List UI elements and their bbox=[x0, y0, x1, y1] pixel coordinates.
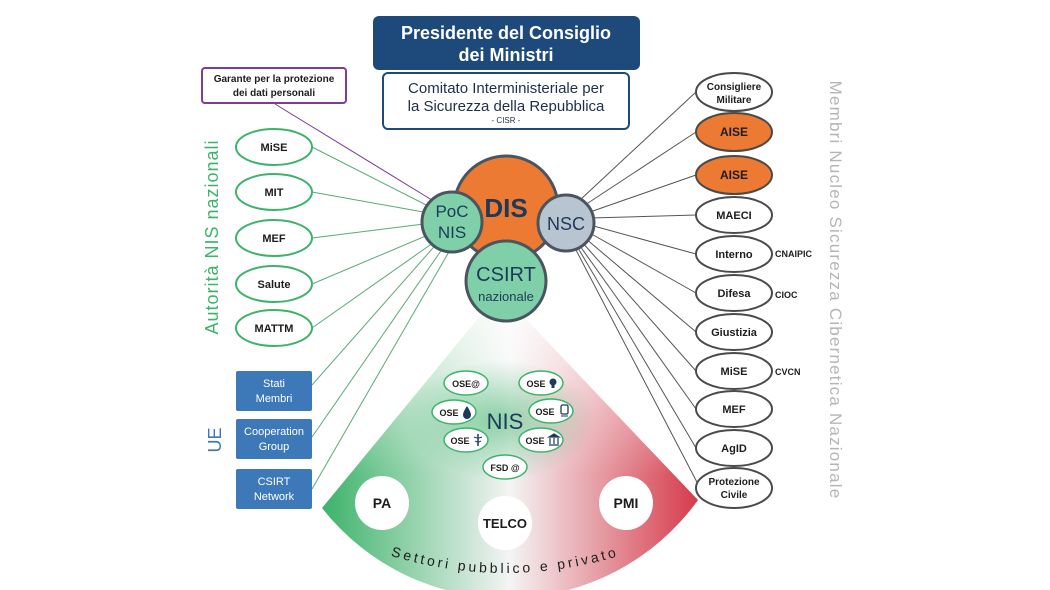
cisr-abbr: - CISR - bbox=[492, 116, 521, 125]
csirt-circle bbox=[464, 239, 548, 323]
authority-mise bbox=[235, 128, 313, 166]
nucleo-item11-line1: Protezione bbox=[708, 477, 760, 488]
csirt-line1: CSIRT bbox=[476, 264, 536, 286]
garante-line2: dei dati personali bbox=[233, 88, 315, 99]
nucleo-aise-2 bbox=[695, 155, 773, 195]
fsd-email-label: FSD @ bbox=[490, 463, 520, 473]
csirt-line2: nazionale bbox=[478, 289, 534, 304]
nucleo-protezione-civile bbox=[695, 467, 773, 509]
authority-mef bbox=[235, 219, 313, 257]
authority-mattm-label: MATTM bbox=[255, 323, 294, 335]
sector-pmi-label: PMI bbox=[614, 495, 639, 511]
central-cluster: DIS PoC NIS NSC CSIRT nazionale bbox=[420, 154, 596, 323]
nis-cloud: NIS OSE@ OSE OSE OSE OSE OSE FSD @ bbox=[431, 370, 574, 480]
ue-list: Stati Membri Cooperation Group CSIRT Net… bbox=[236, 371, 312, 509]
ose-energy-label: OSE bbox=[526, 379, 545, 389]
ue-csirt-network bbox=[236, 469, 312, 509]
nucleo-mef bbox=[695, 390, 773, 428]
nucleo-maeci bbox=[695, 196, 773, 234]
drop-icon bbox=[463, 406, 471, 419]
fsd-email bbox=[482, 454, 528, 480]
authority-salute-label: Salute bbox=[257, 279, 290, 291]
authority-mit-label: MIT bbox=[265, 187, 284, 199]
dis-label: DIS bbox=[484, 193, 527, 223]
nis-authorities-title: Autorità NIS nazionali bbox=[202, 139, 222, 334]
nucleo-item2-label: AISE bbox=[720, 125, 748, 139]
garante-connector bbox=[274, 103, 441, 206]
ose-health bbox=[443, 427, 489, 453]
poc-line1: PoC bbox=[435, 202, 468, 221]
nucleo-item1-line1: Consigliere bbox=[707, 82, 762, 93]
connector-lines bbox=[311, 146, 451, 490]
nucleo-item6-label: Difesa bbox=[717, 288, 751, 300]
nucleo-difesa bbox=[695, 274, 773, 312]
nucleo-giustizia bbox=[695, 313, 773, 351]
authority-mit bbox=[235, 173, 313, 211]
ue-item2-line1: Cooperation bbox=[244, 426, 304, 438]
nis-cloud-title: NIS bbox=[487, 409, 524, 434]
ose-email bbox=[443, 370, 489, 396]
cisr-box: Comitato Interministeriale per la Sicure… bbox=[382, 72, 630, 130]
nucleo-item5-tag: CNAIPIC bbox=[775, 249, 813, 259]
authority-mise-label: MiSE bbox=[261, 142, 288, 154]
nucleo-item8-label: MiSE bbox=[721, 366, 748, 378]
ose-health-label: OSE bbox=[450, 436, 469, 446]
ue-stati-membri bbox=[236, 371, 312, 411]
nucleo-item10-label: AgID bbox=[721, 443, 747, 455]
ue-item1-line2: Membri bbox=[256, 393, 293, 405]
nsc-label: NSC bbox=[547, 214, 585, 234]
nis-authorities-list: MiSE MIT MEF Salute MATTM bbox=[235, 128, 313, 347]
nsc-circle bbox=[536, 193, 596, 253]
garante-line1: Garante per la protezione bbox=[214, 74, 335, 85]
ose-water-label: OSE bbox=[439, 408, 458, 418]
nucleo-aise-1 bbox=[695, 112, 773, 152]
train-icon bbox=[560, 404, 569, 415]
bulb-icon bbox=[549, 378, 557, 386]
ue-title: UE bbox=[205, 427, 225, 452]
ose-bank-label: OSE bbox=[525, 436, 544, 446]
nucleo-item6-tag: CIOC bbox=[775, 290, 798, 300]
ose-energy bbox=[518, 370, 564, 396]
ue-cooperation-group bbox=[236, 419, 312, 459]
ue-item3-line2: Network bbox=[254, 491, 295, 503]
ose-bank bbox=[518, 427, 564, 453]
sector-pa-label: PA bbox=[373, 495, 391, 511]
president-box: Presidente del Consiglio dei Ministri bbox=[373, 16, 640, 70]
nucleo-item5-label: Interno bbox=[715, 249, 753, 261]
ue-item1-line1: Stati bbox=[263, 378, 285, 390]
nucleo-interno bbox=[695, 235, 773, 273]
nucleo-agid bbox=[695, 429, 773, 467]
nucleo-item11-line2: Civile bbox=[721, 490, 748, 501]
nucleo-title: Membri Nucleo Sicurezza Cibernetica Nazi… bbox=[826, 81, 845, 500]
poc-line2: NIS bbox=[438, 223, 466, 242]
sector-telco-label: TELCO bbox=[483, 516, 527, 531]
ose-email-label: OSE@ bbox=[452, 379, 480, 389]
nucleo-item8-tag: CVCN bbox=[775, 367, 801, 377]
poc-circle bbox=[420, 190, 484, 254]
cisr-line1: Comitato Interministeriale per bbox=[408, 80, 604, 97]
bank-icon bbox=[546, 433, 562, 446]
nucleo-item1-line2: Militare bbox=[716, 95, 751, 106]
garante-box: Garante per la protezione dei dati perso… bbox=[201, 67, 347, 104]
sector-telco bbox=[478, 496, 532, 550]
authority-mef-label: MEF bbox=[262, 233, 286, 245]
authority-salute bbox=[235, 265, 313, 303]
nucleo-item3-label: AISE bbox=[720, 168, 748, 182]
authority-mattm bbox=[235, 309, 313, 347]
nucleo-item4-label: MAECI bbox=[716, 210, 751, 222]
nucleo-item9-label: MEF bbox=[722, 404, 746, 416]
nucleo-list: Consigliere Militare AISE AISE MAECI Int… bbox=[695, 72, 813, 509]
nucleo-mise bbox=[695, 352, 773, 390]
president-line2: dei Ministri bbox=[458, 45, 553, 65]
sector-pa bbox=[355, 476, 409, 530]
sector-pmi bbox=[599, 476, 653, 530]
ue-item3-line1: CSIRT bbox=[258, 476, 291, 488]
cisr-line2: la Sicurezza della Repubblica bbox=[408, 98, 605, 115]
ose-transport-label: OSE bbox=[535, 407, 554, 417]
nucleo-item7-label: Giustizia bbox=[711, 327, 758, 339]
president-line1: Presidente del Consiglio bbox=[401, 23, 611, 43]
nucleo-consigliere-militare bbox=[695, 72, 773, 112]
sector-circles: PA TELCO PMI bbox=[355, 476, 653, 550]
ue-item2-line2: Group bbox=[259, 441, 290, 453]
